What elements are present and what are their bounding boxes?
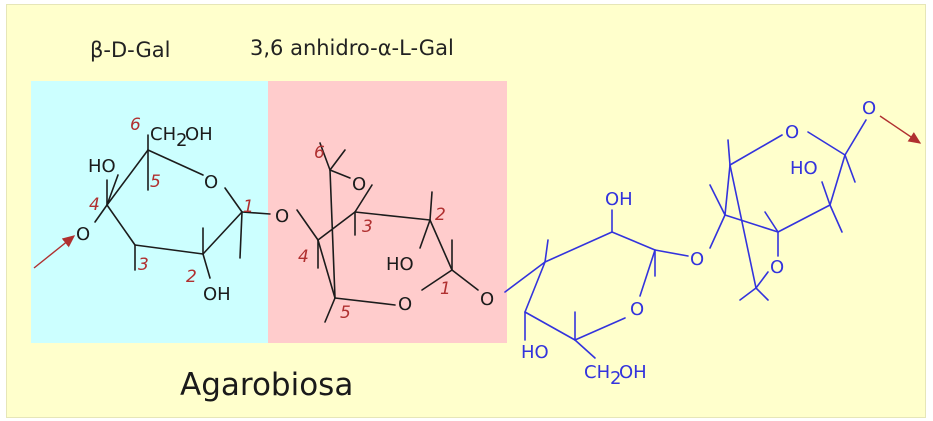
anhydro-bridge-oxygen: O: [352, 174, 366, 195]
gal-num-6: 6: [130, 115, 141, 135]
anhydro-num-1: 1: [440, 279, 451, 299]
anhydro-c2-ho: HO: [386, 254, 414, 275]
gal-ring-oxygen: O: [204, 172, 218, 193]
blue-c6-sub: 2: [610, 368, 621, 389]
beta-d-gal-label: β-D-Gal: [90, 38, 171, 62]
blue-unit-bonds: [504, 119, 867, 359]
gal-num-3: 3: [138, 255, 149, 275]
blue-upper-ho: HO: [790, 158, 818, 179]
blue-c2-oh: OH: [605, 189, 633, 210]
anhydro-ring-oxygen: O: [398, 294, 412, 315]
gal-num-1: 1: [243, 197, 254, 217]
blue-upper-ring-oxygen: O: [785, 122, 799, 143]
gal-c6-oh: OH: [185, 124, 213, 145]
gal-c4-ho: HO: [88, 156, 116, 177]
blue-c4-ho: HO: [521, 342, 549, 363]
agarobiosa-caption: Agarobiosa: [180, 367, 354, 403]
exit-arrow: [879, 115, 922, 144]
entry-arrow: [33, 235, 76, 269]
gal-ring-bonds: [94, 134, 271, 279]
glycosidic-oxygen-2: O: [480, 289, 494, 310]
anhydro-num-2: 2: [435, 205, 446, 225]
anhydro-num-3: 3: [362, 217, 373, 237]
gal-c6-sub: 2: [176, 130, 187, 151]
anhydro-ring-bonds: [296, 142, 479, 323]
blue-glycosidic-oxygen: O: [690, 249, 704, 270]
gal-c2-oh: OH: [203, 284, 231, 305]
gal-num-5: 5: [150, 172, 161, 192]
blue-terminal-oxygen: O: [862, 98, 876, 119]
blue-c6-oh: OH: [619, 362, 647, 383]
anhydro-num-6: 6: [314, 143, 325, 163]
anhydro-num-4: 4: [298, 247, 309, 267]
anhydro-l-gal-label: 3,6 anhidro-α-L-Gal: [250, 36, 454, 60]
anhydro-num-5: 5: [340, 303, 351, 323]
blue-c6-ch: CH: [584, 362, 610, 383]
glycosidic-oxygen-1: O: [275, 206, 289, 227]
gal-num-2: 2: [186, 267, 197, 287]
beta-d-gal-highlight: [31, 81, 268, 343]
gal-c6-ch: CH: [150, 124, 176, 145]
blue-ring-oxygen: O: [630, 299, 644, 320]
anhydro-l-gal-highlight: [268, 81, 507, 343]
gal-num-4: 4: [89, 195, 100, 215]
blue-bridge-oxygen: O: [770, 257, 784, 278]
gal-linking-oxygen: O: [76, 224, 90, 245]
